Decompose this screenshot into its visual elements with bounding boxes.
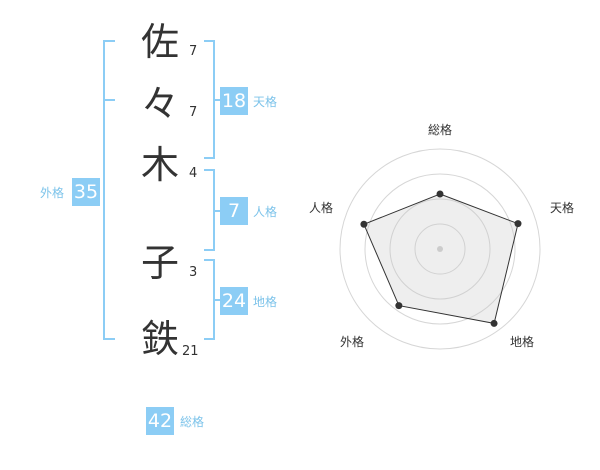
chikaku-badge: 24	[220, 287, 248, 315]
radar-center-dot	[437, 246, 443, 252]
radar-ring	[364, 173, 516, 325]
jinkaku-label: 人格	[253, 205, 278, 219]
radar-ring	[339, 148, 541, 350]
jinkaku-badge: 7	[220, 197, 248, 225]
stroke-count-5: 21	[182, 344, 199, 359]
tenkaku-badge: 18	[220, 87, 248, 115]
radar-polygon	[363, 193, 519, 324]
soukaku-badge: 42	[146, 407, 174, 435]
soukaku-label: 総格	[180, 415, 205, 429]
name-char-5: 鉄	[141, 317, 180, 361]
chikaku-label: 地格	[253, 295, 278, 309]
name-char-3: 木	[141, 143, 180, 187]
stroke-count-2: 7	[189, 105, 198, 120]
stroke-count-4: 3	[189, 265, 198, 280]
stroke-count-1: 7	[189, 44, 198, 59]
radar-label-jinkaku: 人格	[309, 201, 334, 215]
tenkaku-label: 天格	[253, 95, 278, 109]
radar-point-3	[490, 319, 498, 327]
radar-point-1	[436, 190, 444, 198]
radar-label-soukaku: 総格	[428, 123, 453, 137]
gaikaku-bracket	[103, 40, 115, 340]
stroke-count-3: 4	[189, 166, 198, 181]
radar-label-gaikaku: 外格	[340, 335, 365, 349]
radar-ring	[389, 198, 491, 300]
name-char-2: 々	[141, 82, 180, 126]
gaikaku-badge: 35	[72, 178, 100, 206]
radar-label-tenkaku: 天格	[550, 201, 575, 215]
radar-label-chikaku: 地格	[510, 335, 535, 349]
radar-point-5	[360, 220, 368, 228]
radar-point-2	[514, 220, 522, 228]
name-char-1: 佐	[141, 20, 180, 64]
gaikaku-label: 外格	[40, 186, 65, 200]
name-char-4: 子	[141, 241, 180, 285]
radar-ring	[414, 223, 466, 275]
radar-point-4	[395, 302, 403, 310]
